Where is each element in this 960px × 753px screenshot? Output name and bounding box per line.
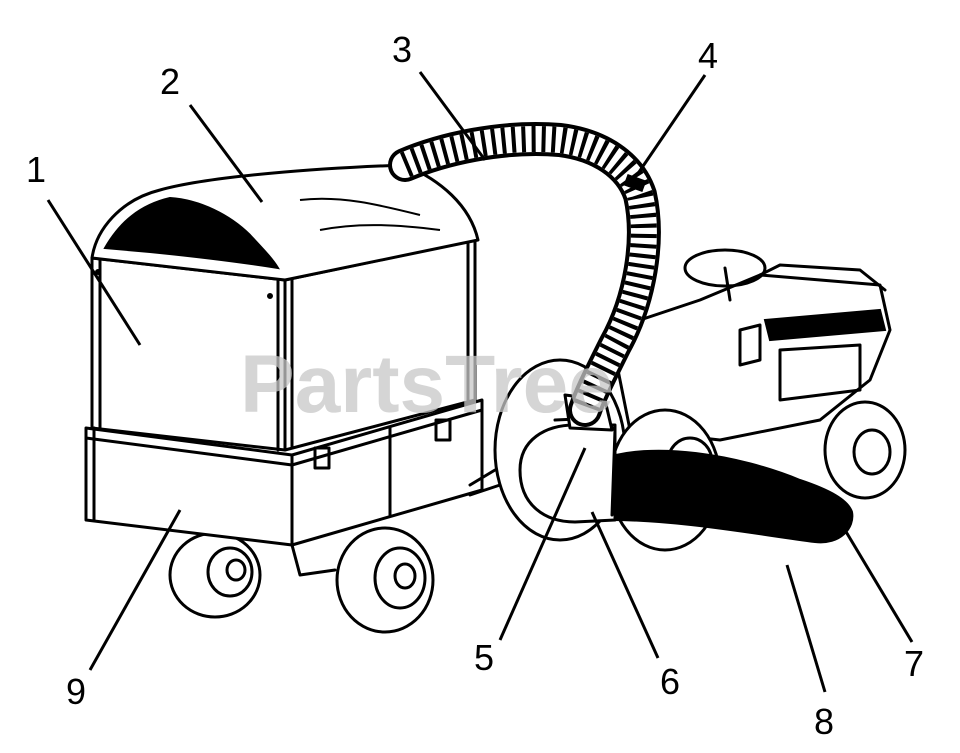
leader-9 [88, 509, 182, 671]
callout-2: 2 [160, 61, 180, 102]
leader-4 [635, 74, 707, 176]
tractor-front-wheel [823, 400, 907, 500]
callout-6: 6 [660, 661, 680, 702]
leader-1 [46, 199, 142, 346]
intake-hose [598, 449, 854, 544]
cart-frame [84, 398, 522, 577]
leader-2 [188, 104, 264, 203]
leader-lines [46, 71, 914, 693]
callout-5: 5 [474, 637, 494, 678]
hose-clamp [623, 173, 647, 193]
leader-7 [843, 529, 914, 643]
cart-wheel-front [335, 526, 435, 634]
leader-5 [498, 447, 587, 641]
callout-9: 9 [66, 671, 86, 712]
leader-8 [785, 564, 827, 693]
callout-7: 7 [904, 643, 924, 684]
leader-6 [590, 511, 660, 659]
leader-3 [418, 71, 487, 161]
callout-1: 1 [26, 149, 46, 190]
callout-8: 8 [814, 701, 834, 742]
callout-numbers: 1 2 3 4 5 6 7 8 9 [26, 29, 924, 742]
hopper-cover [90, 163, 480, 282]
steering-wheel [683, 248, 767, 302]
callout-3: 3 [392, 29, 412, 70]
callout-4: 4 [698, 35, 718, 76]
watermark-text: PartsTree [240, 339, 614, 430]
upper-hose [388, 122, 661, 427]
cart-wheel-rear [168, 531, 262, 619]
hopper-box [90, 238, 477, 452]
